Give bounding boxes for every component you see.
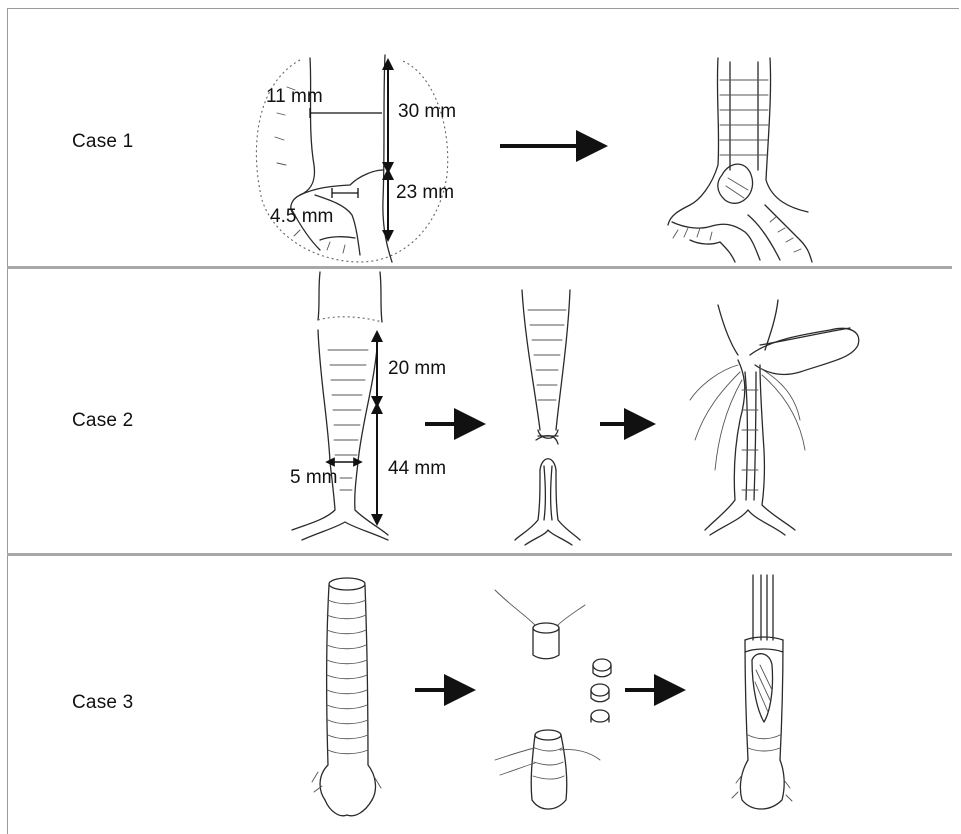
case-2-measure-20mm: 20 mm: [388, 358, 446, 379]
case-2-repair-drawing: [690, 300, 859, 535]
case-1-measure-4-5mm: 4.5 mm: [270, 206, 333, 227]
case-2-measure-5mm: 5 mm: [290, 467, 338, 488]
case-2-dimension-lines: [330, 336, 377, 520]
case-3-resection-drawing: [495, 590, 611, 809]
case-3-trachea-drawing: [312, 578, 381, 816]
case-2-stenosis-drawing: [292, 272, 388, 540]
case-2-resection-drawing: [515, 290, 580, 545]
case-1-measure-30mm: 30 mm: [398, 101, 456, 122]
case-1-measure-23mm: 23 mm: [396, 182, 454, 203]
case-1-measure-11mm: 11 mm: [266, 86, 323, 107]
case-3-repair-drawing: [732, 575, 792, 809]
case-1-repair-drawing: [668, 58, 812, 262]
case-2-measure-44mm: 44 mm: [388, 458, 446, 479]
